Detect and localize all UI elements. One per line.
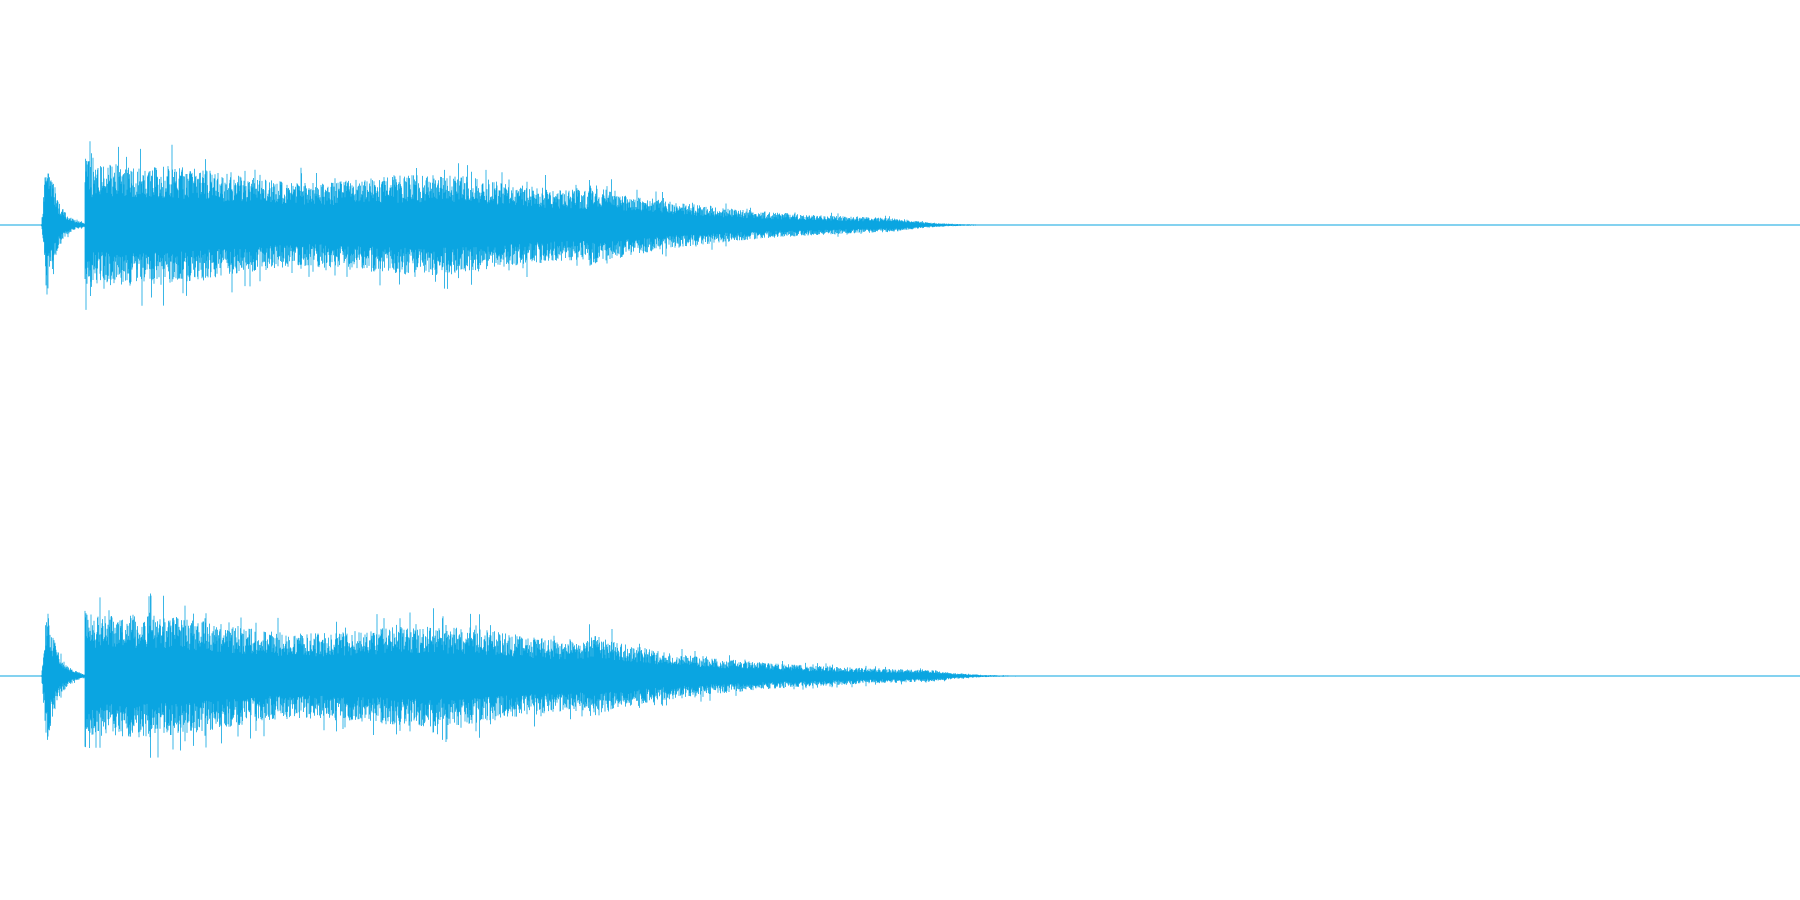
- channel-2-waveform[interactable]: [0, 593, 1800, 758]
- channel-1-wave-path: [41, 141, 991, 310]
- channel-2-wave-path: [41, 593, 1023, 758]
- channel-1-waveform[interactable]: [0, 141, 1800, 310]
